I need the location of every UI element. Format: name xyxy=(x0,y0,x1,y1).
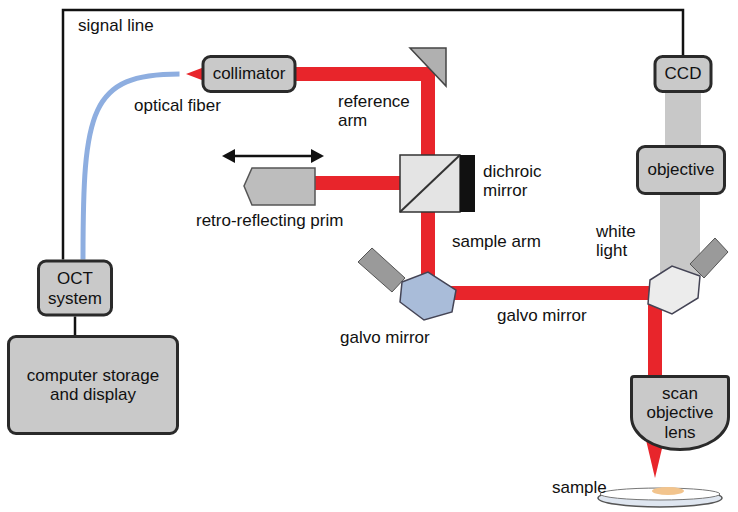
arm-label: sample arm xyxy=(452,232,541,251)
node-text: objective xyxy=(647,160,714,179)
part-label: galvo mirror xyxy=(497,306,587,325)
light-label: white light xyxy=(596,222,648,260)
retro-prism xyxy=(222,149,324,205)
dichroic-cube xyxy=(400,155,475,212)
connector xyxy=(683,93,684,145)
part-label: sample xyxy=(552,478,607,497)
collimator-box: collimator xyxy=(202,55,297,93)
node-text: collimator xyxy=(213,64,286,83)
galvo-mirror-1 xyxy=(358,248,456,320)
part-label: dichroic mirror xyxy=(483,162,553,200)
computer-box: computer storage and display xyxy=(7,335,179,435)
lens-box: scan objective lens xyxy=(630,375,730,451)
part-label: retro-reflecting prim xyxy=(196,211,343,230)
camera-box: CCD xyxy=(654,55,713,93)
part-label: galvo mirror xyxy=(340,328,430,347)
edge-label: signal line xyxy=(76,16,156,35)
system-box: OCT system xyxy=(37,260,113,317)
node-text: OCT system xyxy=(48,269,102,307)
sample-dish xyxy=(598,487,722,507)
laser-beam xyxy=(186,66,664,478)
node-text: scan objective lens xyxy=(639,384,721,441)
edge-label: optical fiber xyxy=(132,96,223,115)
node-text: computer storage and display xyxy=(18,366,168,404)
fold-mirror xyxy=(410,48,446,86)
galvo-mirror-2 xyxy=(648,238,728,314)
connector xyxy=(75,317,76,336)
arm-label: reference arm xyxy=(338,92,418,130)
node-text: CCD xyxy=(665,64,702,83)
objective-box: objective xyxy=(636,145,726,195)
connector xyxy=(63,10,683,260)
